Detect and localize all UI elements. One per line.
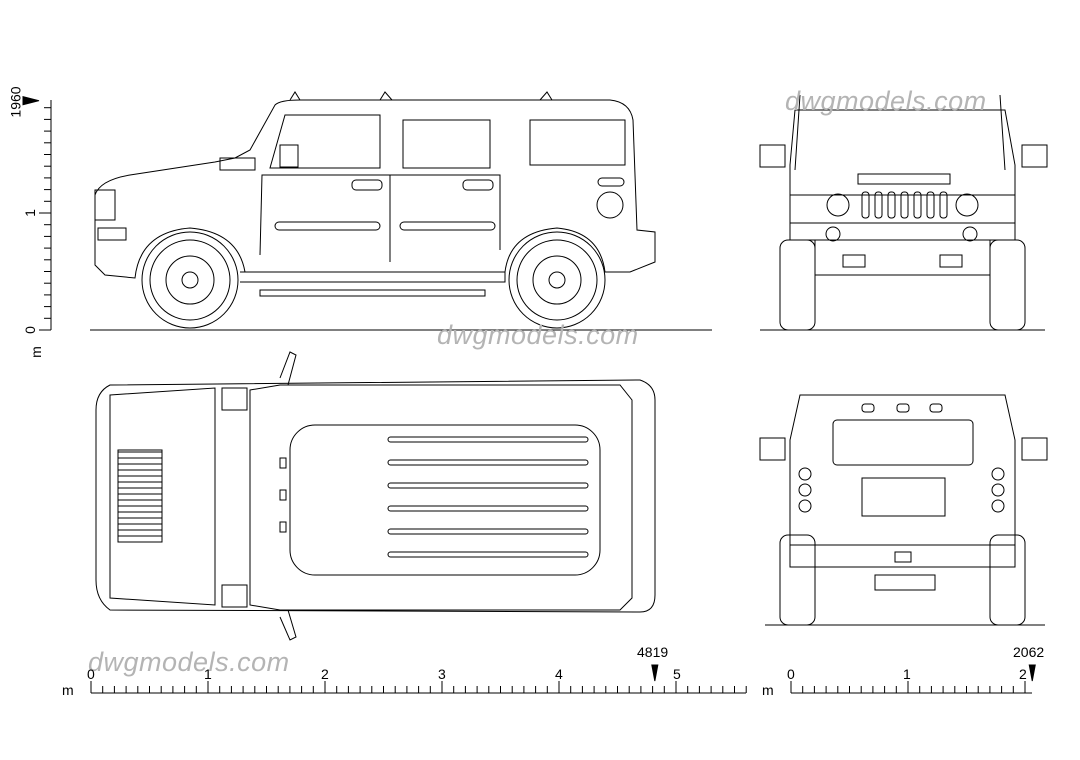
grille-slats [861, 191, 948, 219]
length-tick-5: 5 [673, 666, 681, 682]
front-view [759, 94, 1048, 331]
height-unit: m [27, 346, 44, 358]
height-tick-1: 1 [21, 209, 38, 217]
length-tick-4: 4 [555, 666, 563, 682]
watermark-center: dwgmodels.com [437, 320, 639, 350]
length-tick-3: 3 [438, 666, 446, 682]
length-tick-1: 1 [204, 666, 212, 682]
width-tick-0: 0 [787, 666, 795, 682]
length-tick-0: 0 [87, 666, 95, 682]
width-unit: m [762, 682, 774, 698]
length-scale-dimension-marker [651, 664, 659, 682]
length-tick-2: 2 [321, 666, 329, 682]
height-scale-dimension-marker [22, 96, 40, 106]
roof-rails [387, 436, 589, 558]
height-tick-0: 0 [21, 326, 38, 334]
width-tick-2: 2 [1019, 666, 1027, 682]
scale-bars [22, 96, 1036, 694]
width-tick-1: 1 [903, 666, 911, 682]
height-dimension: 1960 [7, 86, 24, 118]
length-dimension: 4819 [637, 644, 669, 660]
top-view [95, 351, 656, 641]
length-unit: m [62, 682, 74, 698]
width-dimension: 2062 [1013, 644, 1045, 660]
side-view [90, 91, 712, 331]
rear-view [759, 394, 1048, 626]
watermark-bottom-left: dwgmodels.com [88, 647, 290, 677]
watermark-top-right: dwgmodels.com [785, 86, 987, 116]
width-scale-dimension-marker [1028, 664, 1036, 682]
